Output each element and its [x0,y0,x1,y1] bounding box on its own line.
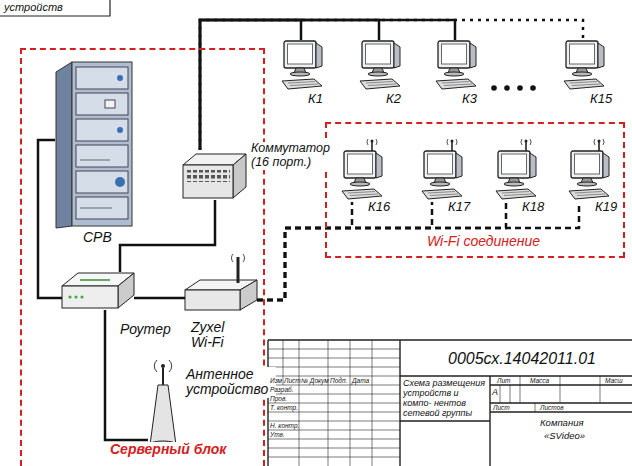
header-cell [0,0,110,16]
wireless-link [257,202,352,300]
title-block-text: Лит [497,377,511,384]
wifi-access-point: Zyxel Wi-Fi [185,270,257,312]
ellipsis-dots [491,85,536,91]
node-label: К18 [522,200,544,214]
network-cable [200,20,301,150]
node-label: К3 [462,92,477,106]
switch-device: Коммутатор (16 порт.) [183,150,253,200]
title-block-text: Масса [530,377,549,384]
title-block-text: Масш [605,377,623,384]
wifi-computer: К16 [338,150,388,202]
node-label: К17 [448,200,470,214]
network-cable [38,140,62,298]
zone-frame: К16К17К18К19Wi-Fi соединение [325,122,625,258]
wifi-computer: К17 [418,150,468,202]
node-label: Zyxel Wi-Fi [191,320,237,351]
title-block-text: Лист [493,404,510,411]
server-rack [56,62,132,228]
title-block-text: Подп. [330,377,347,384]
wifi-access-point [185,254,257,310]
node-label: К2 [386,92,401,106]
antenna-device [149,360,177,449]
node-label: Роутер [120,322,171,337]
network-cable [120,200,215,272]
node-label: К1 [308,92,323,106]
title-block-text: № Докум [301,377,329,384]
network-cable [200,20,379,150]
title-block-text: Изм [270,377,282,384]
computer: К1 [278,40,328,92]
switch-device [183,154,246,198]
computer: К2 [356,40,406,92]
wifi-computer: К19 [565,150,615,202]
computer-icons [282,41,609,199]
node-label: Коммутатор (16 порт.) [249,142,331,170]
wireless-link [257,202,579,300]
zone-frame: СРВКоммутатор (16 порт.)РоутерZyxel Wi-F… [20,48,265,466]
antenna-device: Антенное устройство [148,355,178,450]
node-label: Антенное устройство [184,367,276,398]
node-label: СРВ [83,230,112,245]
node-label: Серверный блок [108,442,228,457]
router-device: Роутер [62,272,134,310]
title-block-text: Утв. [270,431,285,438]
title-block-text: Лист [284,377,301,384]
wireless-link [257,202,432,300]
title-block-text: Разраб. [270,386,294,393]
title-block-text: Листов [540,404,564,411]
network-cable [200,20,455,150]
title-block-text: «SVideo» [544,431,585,441]
node-label: К19 [595,200,617,214]
title-block-text: Схема размещения устройств и компо- нент… [403,379,489,419]
node-label: К16 [368,200,390,214]
wifi-computer: К18 [492,150,542,202]
node-label: Wi-Fi соединение [425,234,542,249]
header-text: устройств [4,1,63,13]
server-rack: СРВ [55,60,135,228]
title-block-text: Н. контр. [270,422,299,429]
title-block-text: Дата [352,377,369,384]
title-block-text: Т. контр. [270,404,298,411]
node-label: К15 [590,92,612,106]
title-block [268,340,632,466]
network-cable [200,20,583,150]
router-device [62,273,134,308]
computer: К15 [560,40,610,92]
title-block-text: 0005сх.14042011.01 [448,350,596,368]
network-cable [134,297,185,300]
title-block-text: Компания [540,418,584,428]
wireless-link [257,202,506,300]
title-block-text: А [492,388,498,398]
title-block-text: Пров. [270,395,287,402]
computer: К3 [432,40,482,92]
